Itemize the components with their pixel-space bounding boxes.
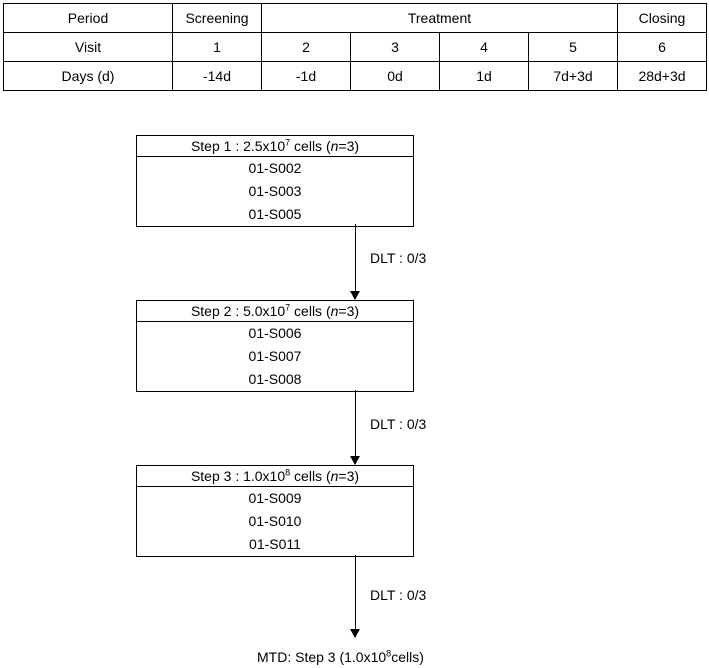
step-3-cells: cells ( xyxy=(290,468,331,484)
visit-row: Visit 1 2 3 4 5 6 xyxy=(3,32,707,62)
arrow-step1-to-step2 xyxy=(350,224,360,300)
visit-cell: 5 xyxy=(528,32,618,62)
step-3-box: Step 3 : 1.0x108 cells (n=3) 01-S009 01-… xyxy=(136,465,414,557)
days-label: Days (d) xyxy=(3,61,173,91)
study-schedule-table: Period Screening Treatment Closing Visit… xyxy=(3,3,707,91)
subject-id: 01-S002 xyxy=(248,160,302,176)
dlt-step-1: DLT : 0/3 xyxy=(370,250,427,266)
step-1-cells: cells ( xyxy=(290,138,331,154)
days-cell: 1d xyxy=(439,61,529,91)
step-1-box: Step 1 : 2.5x107 cells (n=3) 01-S002 01-… xyxy=(136,135,414,227)
subject-id: 01-S007 xyxy=(248,348,302,364)
step-2-cells: cells ( xyxy=(290,303,331,319)
subject-id: 01-S003 xyxy=(248,183,302,199)
dlt-step-2: DLT : 0/3 xyxy=(370,416,427,432)
mtd-prefix: MTD: Step 3 (1.0x10 xyxy=(257,649,387,665)
step-2-box: Step 2 : 5.0x107 cells (n=3) 01-S006 01-… xyxy=(136,300,414,392)
subject-id: 01-S009 xyxy=(248,490,302,506)
days-row: Days (d) -14d -1d 0d 1d 7d+3d 28d+3d xyxy=(3,61,707,91)
step-3-count: =3) xyxy=(338,468,360,484)
step-1-count: =3) xyxy=(338,138,360,154)
days-cell: -14d xyxy=(172,61,262,91)
step-2-n: n xyxy=(330,303,339,319)
step-2-count: =3) xyxy=(338,303,360,319)
mtd-exponent: 8 xyxy=(386,648,392,659)
period-closing: Closing xyxy=(617,3,707,33)
step-2-header: Step 2 : 5.0x107 cells (n=3) xyxy=(137,301,413,322)
step-3-dose: Step 3 : 1.0x10 xyxy=(190,468,286,484)
subject-id: 01-S011 xyxy=(249,536,301,552)
step-1-exponent: 7 xyxy=(285,137,291,148)
visit-cell: 4 xyxy=(439,32,529,62)
visit-label: Visit xyxy=(3,32,173,62)
arrow-step2-to-step3 xyxy=(350,390,360,465)
step-2-exponent: 7 xyxy=(285,302,291,313)
visit-cell: 6 xyxy=(617,32,707,62)
mtd-suffix: cells) xyxy=(391,649,424,665)
subject-id: 01-S010 xyxy=(248,513,302,529)
subject-id: 01-S008 xyxy=(248,371,302,387)
mtd-result: MTD: Step 3 (1.0x108cells) xyxy=(257,649,424,665)
days-cell: 7d+3d xyxy=(528,61,618,91)
days-cell: 0d xyxy=(350,61,440,91)
subject-id: 01-S005 xyxy=(248,206,302,222)
period-screening: Screening xyxy=(172,3,262,33)
visit-cell: 2 xyxy=(261,32,351,62)
step-1-dose: Step 1 : 2.5x10 xyxy=(190,138,286,154)
period-treatment: Treatment xyxy=(261,3,618,33)
step-3-n: n xyxy=(330,468,339,484)
subject-id: 01-S006 xyxy=(248,325,302,341)
days-cell: 28d+3d xyxy=(617,61,707,91)
days-cell: -1d xyxy=(261,61,351,91)
step-1-header: Step 1 : 2.5x107 cells (n=3) xyxy=(137,136,413,157)
visit-cell: 3 xyxy=(350,32,440,62)
dlt-step-3: DLT : 0/3 xyxy=(370,587,427,603)
period-row: Period Screening Treatment Closing xyxy=(3,3,707,33)
period-label: Period xyxy=(3,3,173,33)
step-3-exponent: 8 xyxy=(285,467,291,478)
arrow-step3-to-mtd xyxy=(350,555,360,638)
step-2-dose: Step 2 : 5.0x10 xyxy=(190,303,286,319)
step-3-header: Step 3 : 1.0x108 cells (n=3) xyxy=(137,466,413,487)
step-1-n: n xyxy=(330,138,339,154)
visit-cell: 1 xyxy=(172,32,262,62)
